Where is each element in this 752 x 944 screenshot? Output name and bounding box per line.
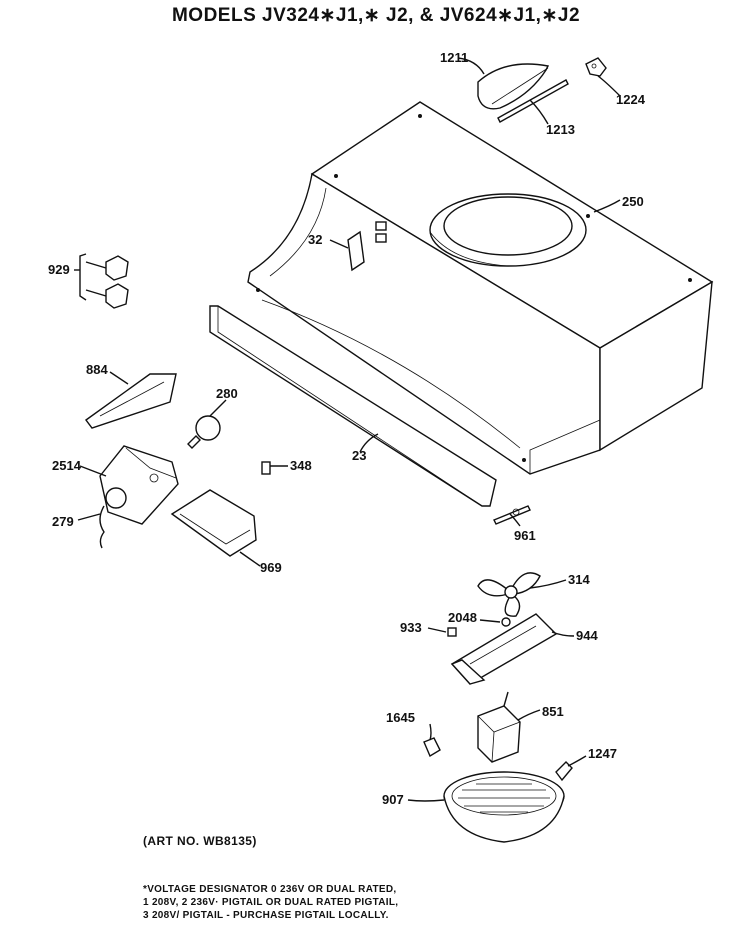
hood-body-250: [247, 101, 714, 475]
damper-rod-1213: [497, 79, 569, 123]
front-trim-23: [209, 305, 497, 507]
label-1247: 1247: [588, 746, 617, 761]
lamp-cover-969: [170, 489, 257, 557]
footnote-line-2: 1 208V, 2 236V· PIGTAIL OR DUAL RATED PI…: [143, 897, 399, 908]
label-1645: 1645: [386, 710, 415, 725]
label-1224: 1224: [616, 92, 646, 107]
label-1211: 1211: [440, 50, 468, 65]
label-933: 933: [400, 620, 422, 635]
lamp-bracket-884: [85, 373, 177, 429]
clip-1247: [555, 761, 573, 782]
art-number: (ART NO. WB8135): [143, 834, 257, 848]
label-279: 279: [52, 514, 74, 529]
label-1213: 1213: [546, 122, 575, 137]
label-348: 348: [290, 458, 312, 473]
hinge-pin-961: [493, 505, 531, 525]
switches-929: [74, 253, 129, 309]
leader-lines: [77, 57, 621, 802]
duct-collar: [429, 193, 587, 267]
switch-plate-32: [347, 221, 387, 272]
label-250: 250: [622, 194, 644, 209]
label-280: 280: [216, 386, 238, 401]
spacer-933: [447, 627, 457, 637]
label-884: 884: [86, 362, 108, 377]
wire-279: [99, 505, 105, 549]
grease-filter-907: [443, 771, 565, 843]
footnote-line-3: 3 208V/ PIGTAIL - PURCHASE PIGTAIL LOCAL…: [143, 910, 389, 921]
label-2048: 2048: [448, 610, 477, 625]
damper-bracket-1224: [585, 57, 607, 77]
damper-1211: [477, 63, 550, 110]
motor-mount-944: [450, 613, 558, 685]
nut-2048: [501, 617, 511, 627]
clip-348: [261, 461, 271, 475]
label-314: 314: [568, 572, 590, 587]
motor-851: [477, 691, 521, 763]
label-2514: 2514: [52, 458, 82, 473]
label-907: 907: [382, 792, 404, 807]
label-944: 944: [576, 628, 598, 643]
lamp-bulb-280: [187, 415, 221, 449]
fan-blade-314: [477, 572, 541, 617]
label-969: 969: [260, 560, 282, 575]
label-961: 961: [514, 528, 536, 543]
footnote-line-1: *VOLTAGE DESIGNATOR 0 236V OR DUAL RATED…: [143, 884, 397, 895]
label-929: 929: [48, 262, 70, 277]
connector-1645: [423, 737, 441, 758]
label-23: 23: [352, 448, 366, 463]
diagram-title: MODELS JV324∗J1,∗ J2, & JV624∗J1,∗J2: [171, 5, 581, 26]
label-851: 851: [542, 704, 564, 719]
lamp-housing-2514: [99, 445, 179, 525]
label-32: 32: [308, 232, 322, 247]
